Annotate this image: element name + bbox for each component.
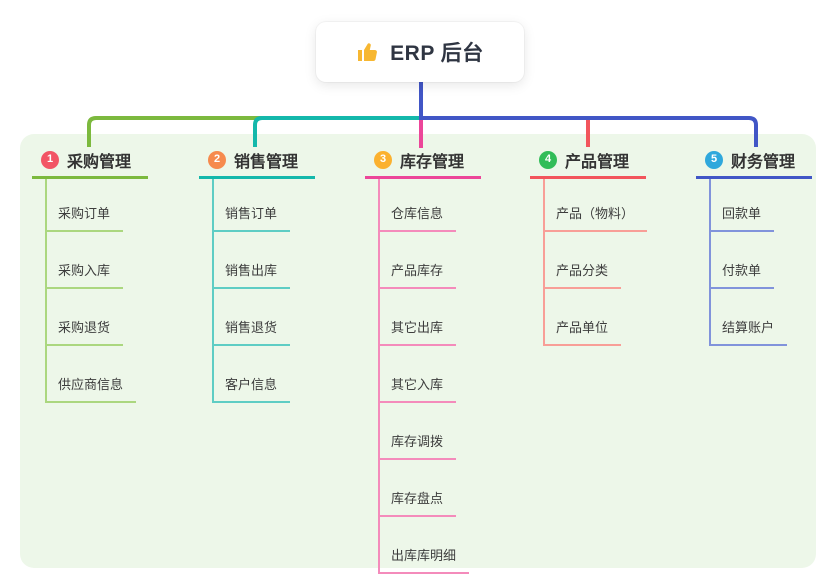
child-label: 库存盘点 <box>391 491 444 506</box>
child-node[interactable]: 库存调拨 <box>380 403 457 460</box>
child-node[interactable]: 出库库明细 <box>380 517 470 574</box>
branch-node-product[interactable]: 4 产品管理 <box>530 148 646 179</box>
branch-sales: 2 销售管理 销售订单 销售出库 销售退货 客户信息 <box>199 148 315 403</box>
branch-label: 销售管理 <box>234 153 299 171</box>
child-label: 产品（物料） <box>556 206 635 221</box>
child-label: 采购入库 <box>58 263 111 278</box>
child-node[interactable]: 库存盘点 <box>380 460 457 517</box>
child-node[interactable]: 产品单位 <box>545 289 622 346</box>
child-node[interactable]: 回款单 <box>711 179 775 232</box>
branch-label: 产品管理 <box>565 153 630 171</box>
child-node[interactable]: 其它入库 <box>380 346 457 403</box>
child-label: 客户信息 <box>225 377 278 392</box>
child-label: 库存调拨 <box>391 434 444 449</box>
child-label: 其它出库 <box>391 320 444 335</box>
child-label: 回款单 <box>722 206 762 221</box>
child-node[interactable]: 结算账户 <box>711 289 788 346</box>
child-node[interactable]: 供应商信息 <box>47 346 137 403</box>
child-label: 产品单位 <box>556 320 609 335</box>
branch-label: 采购管理 <box>67 153 132 171</box>
branch-children: 采购订单 采购入库 采购退货 供应商信息 <box>45 179 148 403</box>
branch-node-purchase[interactable]: 1 采购管理 <box>32 148 148 179</box>
child-node[interactable]: 产品（物料） <box>545 179 648 232</box>
thumbs-up-icon <box>358 43 378 61</box>
branch-children: 回款单 付款单 结算账户 <box>709 179 812 346</box>
branch-label: 财务管理 <box>731 153 796 171</box>
child-node[interactable]: 销售出库 <box>214 232 291 289</box>
branches-panel <box>20 134 816 568</box>
child-node[interactable]: 仓库信息 <box>380 179 457 232</box>
child-node[interactable]: 销售订单 <box>214 179 291 232</box>
branch-purchase: 1 采购管理 采购订单 采购入库 采购退货 供应商信息 <box>32 148 148 403</box>
child-label: 采购订单 <box>58 206 111 221</box>
branch-finance: 5 财务管理 回款单 付款单 结算账户 <box>696 148 812 346</box>
child-label: 出库库明细 <box>391 548 457 563</box>
child-node[interactable]: 付款单 <box>711 232 775 289</box>
branch-node-inventory[interactable]: 3 库存管理 <box>365 148 481 179</box>
branch-children: 产品（物料） 产品分类 产品单位 <box>543 179 648 346</box>
child-label: 结算账户 <box>722 320 775 335</box>
branch-children: 仓库信息 产品库存 其它出库 其它入库 库存调拨 库存盘点 出库库明细 <box>378 179 481 574</box>
child-node[interactable]: 采购订单 <box>47 179 124 232</box>
child-label: 采购退货 <box>58 320 111 335</box>
child-label: 付款单 <box>722 263 762 278</box>
child-label: 销售退货 <box>225 320 278 335</box>
child-node[interactable]: 客户信息 <box>214 346 291 403</box>
child-node[interactable]: 采购入库 <box>47 232 124 289</box>
branch-label: 库存管理 <box>400 153 465 171</box>
child-label: 产品库存 <box>391 263 444 278</box>
branch-inventory: 3 库存管理 仓库信息 产品库存 其它出库 其它入库 库存调拨 库存盘点 出库库… <box>365 148 481 574</box>
child-label: 供应商信息 <box>58 377 124 392</box>
child-label: 其它入库 <box>391 377 444 392</box>
branch-node-sales[interactable]: 2 销售管理 <box>199 148 315 179</box>
root-node[interactable]: ERP 后台 <box>316 22 524 82</box>
badge-2-icon: 2 <box>208 150 226 169</box>
branch-node-finance[interactable]: 5 财务管理 <box>696 148 812 179</box>
branch-children: 销售订单 销售出库 销售退货 客户信息 <box>212 179 315 403</box>
child-label: 仓库信息 <box>391 206 444 221</box>
child-node[interactable]: 销售退货 <box>214 289 291 346</box>
child-label: 销售订单 <box>225 206 278 221</box>
badge-4-icon: 4 <box>539 150 557 169</box>
child-node[interactable]: 采购退货 <box>47 289 124 346</box>
child-label: 产品分类 <box>556 263 609 278</box>
badge-3-icon: 3 <box>374 150 392 169</box>
child-node[interactable]: 产品库存 <box>380 232 457 289</box>
branch-product: 4 产品管理 产品（物料） 产品分类 产品单位 <box>530 148 648 346</box>
badge-5-icon: 5 <box>705 150 723 169</box>
root-label: ERP 后台 <box>390 42 484 65</box>
child-node[interactable]: 其它出库 <box>380 289 457 346</box>
child-label: 销售出库 <box>225 263 278 278</box>
child-node[interactable]: 产品分类 <box>545 232 622 289</box>
badge-1-icon: 1 <box>41 150 59 169</box>
